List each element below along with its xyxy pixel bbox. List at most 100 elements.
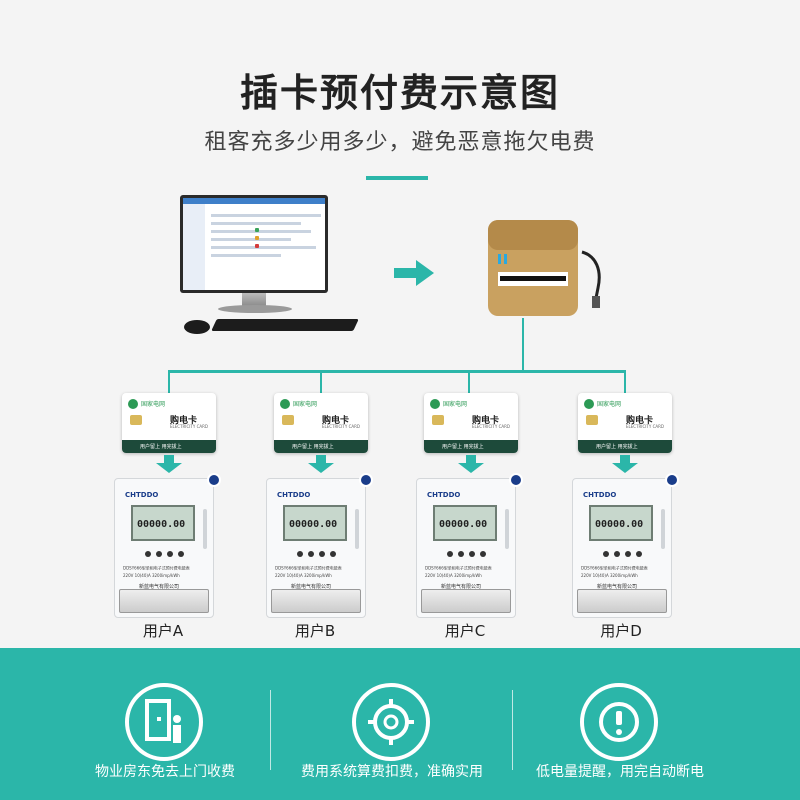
meter-terminal [577,589,667,613]
down-arrow-icon [156,455,182,473]
card-slot [355,509,359,549]
card-logo-text: 国家电网 [293,401,318,408]
electricity-card-b: 国家电网 购电卡 ELECTRICITY CARD 用户留上 用完拔上 [274,393,368,453]
meter-d: CHTDDO 00000.00 DDSY666型单相电子式预付费电能表 220V… [572,473,679,618]
card-band-text: 用户留上 用完拔上 [596,444,638,450]
door-person-icon [125,683,203,761]
down-arrow-icon [612,455,638,473]
alert-icon [580,683,658,761]
card-band-text: 用户留上 用完拔上 [292,444,334,450]
meter-spec-text: 220V 10(40)A 3200imp/kWh [581,573,638,579]
grid-logo-icon [584,399,594,409]
chip-icon [282,415,294,425]
grid-logo-icon [128,399,138,409]
seal-icon [207,473,221,487]
feature-divider [270,690,271,770]
seal-icon [359,473,373,487]
meter-spec-text: 220V 10(40)A 3200imp/kWh [123,573,180,579]
card-band-text: 用户留上 用完拔上 [442,444,484,450]
down-arrow-icon [308,455,334,473]
card-slot [661,509,665,549]
user-label-b: 用户B [294,622,336,640]
meter-digits: 00000.00 [595,519,644,530]
meter-terminal [421,589,511,613]
feature-no-collection: 物业房东免去上门收费 [45,683,285,793]
meter-terminal [119,589,209,613]
wire-reader-down [522,318,524,372]
card-label: 购电卡 [322,416,350,426]
mouse-icon [184,320,210,334]
feature-text: 费用系统算费扣费，准确实用 [301,764,483,780]
monitor-base [218,305,292,313]
monitor [180,195,328,293]
meter-brand: CHTDDO [125,491,159,499]
chip-icon [130,415,142,425]
page-title: 插卡预付费示意图 [239,71,560,115]
meter-model-text: DDSY666型单相电子式预付费电能表 [275,566,342,572]
seal-icon [665,473,679,487]
meter-a: CHTDDO 00000.00 DDSY666型单相电子式预付费电能表 220V… [114,473,221,618]
page-subtitle: 租客充多少用多少，避免恶意拖欠电费 [204,130,596,155]
user-label-c: 用户C [444,622,486,640]
chip-icon [432,415,444,425]
meter-lcd: 00000.00 [433,505,497,541]
feature-text: 物业房东免去上门收费 [95,764,235,780]
meter-company: 新蓝电气有限公司 [291,584,332,590]
meter-company: 新蓝电气有限公司 [441,584,482,590]
meter-model-text: DDSY666型单相电子式预付费电能表 [425,566,492,572]
wire-user-b [320,370,322,394]
meter-b: CHTDDO 00000.00 DDSY666型单相电子式预付费电能表 220V… [266,473,373,618]
meter-terminal [271,589,361,613]
computer-illustration [180,195,360,345]
meter-model-text: DDSY666型单相电子式预付费电能表 [123,566,190,572]
card-sublabel: ELECTRICITY CARD [170,424,208,429]
meter-brand: CHTDDO [427,491,461,499]
card-logo-text: 国家电网 [443,401,468,408]
electricity-card-c: 国家电网 购电卡 ELECTRICITY CARD 用户留上 用完拔上 [424,393,518,453]
user-label-a: 用户A [142,622,184,640]
meter-model-text: DDSY666型单相电子式预付费电能表 [581,566,648,572]
meter-lcd: 00000.00 [589,505,653,541]
meter-digits: 00000.00 [289,519,338,530]
meter-digits: 00000.00 [439,519,488,530]
accent-divider [366,176,428,180]
meter-digits: 00000.00 [137,519,186,530]
right-arrow-icon [394,260,434,286]
seal-icon [509,473,523,487]
meter-company: 新蓝电气有限公司 [139,584,180,590]
down-arrow-icon [458,455,484,473]
card-sublabel: ELECTRICITY CARD [626,424,664,429]
meter-lcd: 00000.00 [283,505,347,541]
card-label: 购电卡 [472,416,500,426]
card-slot [203,509,207,549]
card-reader-icon [488,220,601,316]
card-logo-text: 国家电网 [141,401,166,408]
grid-logo-icon [280,399,290,409]
feature-system-billing: 费用系统算费扣费，准确实用 [272,683,512,793]
meter-lcd: 00000.00 [131,505,195,541]
wire-user-d [624,370,626,394]
user-label-d: 用户D [600,622,642,640]
meter-brand: CHTDDO [277,491,311,499]
card-label: 购电卡 [626,416,654,426]
meter-brand: CHTDDO [583,491,617,499]
card-sublabel: ELECTRICITY CARD [322,424,360,429]
feature-text: 低电量提醒，用完自动断电 [536,764,704,780]
monitor-stand [242,293,266,307]
chip-icon [586,415,598,425]
meter-c: CHTDDO 00000.00 DDSY666型单相电子式预付费电能表 220V… [416,473,523,618]
card-band-text: 用户留上 用完拔上 [140,444,182,450]
keyboard-icon [211,319,359,331]
monitor-screen [183,198,325,290]
feature-divider [512,690,513,770]
card-logo-text: 国家电网 [597,401,622,408]
meter-spec-text: 220V 10(40)A 3200imp/kWh [425,573,482,579]
wire-user-a [168,370,170,394]
meter-spec-text: 220V 10(40)A 3200imp/kWh [275,573,332,579]
wire-horizontal [168,370,626,373]
card-sublabel: ELECTRICITY CARD [472,424,510,429]
electricity-card-a: 国家电网 购电卡 ELECTRICITY CARD 用户留上 用完拔上 [122,393,216,453]
electricity-card-d: 国家电网 购电卡 ELECTRICITY CARD 用户留上 用完拔上 [578,393,672,453]
card-slot [505,509,509,549]
card-label: 购电卡 [170,416,198,426]
